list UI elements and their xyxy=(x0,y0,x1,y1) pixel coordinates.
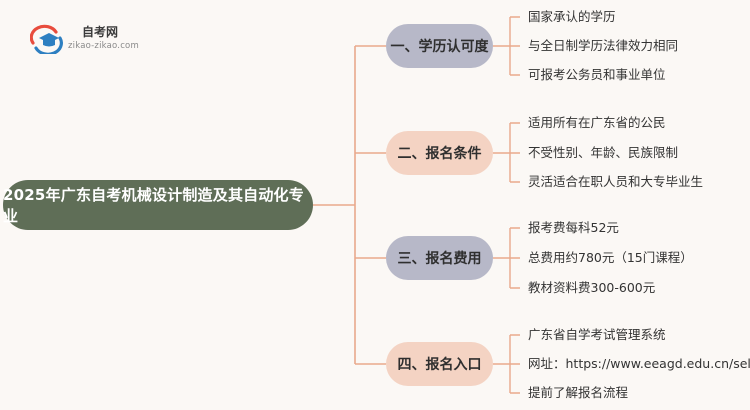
leaf-item: 提前了解报名流程 xyxy=(528,385,629,400)
leaf-item: 可报考公务员和事业单位 xyxy=(528,67,666,82)
branch-node-recognition: 一、学历认可度 xyxy=(386,24,493,68)
branch-node-requirements: 二、报名条件 xyxy=(386,131,493,175)
leaf-item: 教材资料费300-600元 xyxy=(528,280,656,295)
branch-node-fees: 三、报名费用 xyxy=(386,236,493,280)
site-logo: 自考网 zikao-zikao.com xyxy=(30,20,160,60)
branch-label: 二、报名条件 xyxy=(397,146,482,162)
branch-3-stem xyxy=(493,227,520,289)
leaf-item: 适用所有在广东省的公民 xyxy=(528,115,666,130)
branch-1-stem xyxy=(493,16,520,76)
leaf-item: 总费用约780元（15门课程） xyxy=(528,250,693,265)
leaf-item: 与全日制学历法律效力相同 xyxy=(528,38,679,53)
branch-label: 四、报名入口 xyxy=(397,357,482,373)
root-label: 2025年广东自考机械设计制造及其自动化专业 xyxy=(3,186,304,225)
leaf-item: 不受性别、年龄、民族限制 xyxy=(528,145,679,160)
root-node: 2025年广东自考机械设计制造及其自动化专业 xyxy=(3,180,313,230)
leaf-item: 灵活适合在职人员和大专毕业生 xyxy=(528,174,704,189)
logo-title: 自考网 xyxy=(82,25,119,39)
branch-2-stem xyxy=(493,122,520,183)
branch-label: 一、学历认可度 xyxy=(390,39,489,55)
logo-url: zikao-zikao.com xyxy=(68,41,139,51)
leaf-item: 国家承认的学历 xyxy=(528,9,616,24)
branch-node-entry: 四、报名入口 xyxy=(386,342,493,386)
branch-label: 三、报名费用 xyxy=(397,251,482,267)
leaf-item-url: 网址：https://www.eeagd.edu.cn/selfec/ xyxy=(528,356,750,371)
leaf-item: 广东省自学考试管理系统 xyxy=(528,327,666,342)
leaf-item: 报考费每科52元 xyxy=(528,220,619,235)
branch-4-stem xyxy=(493,334,520,394)
graduation-cap-icon xyxy=(30,24,63,54)
